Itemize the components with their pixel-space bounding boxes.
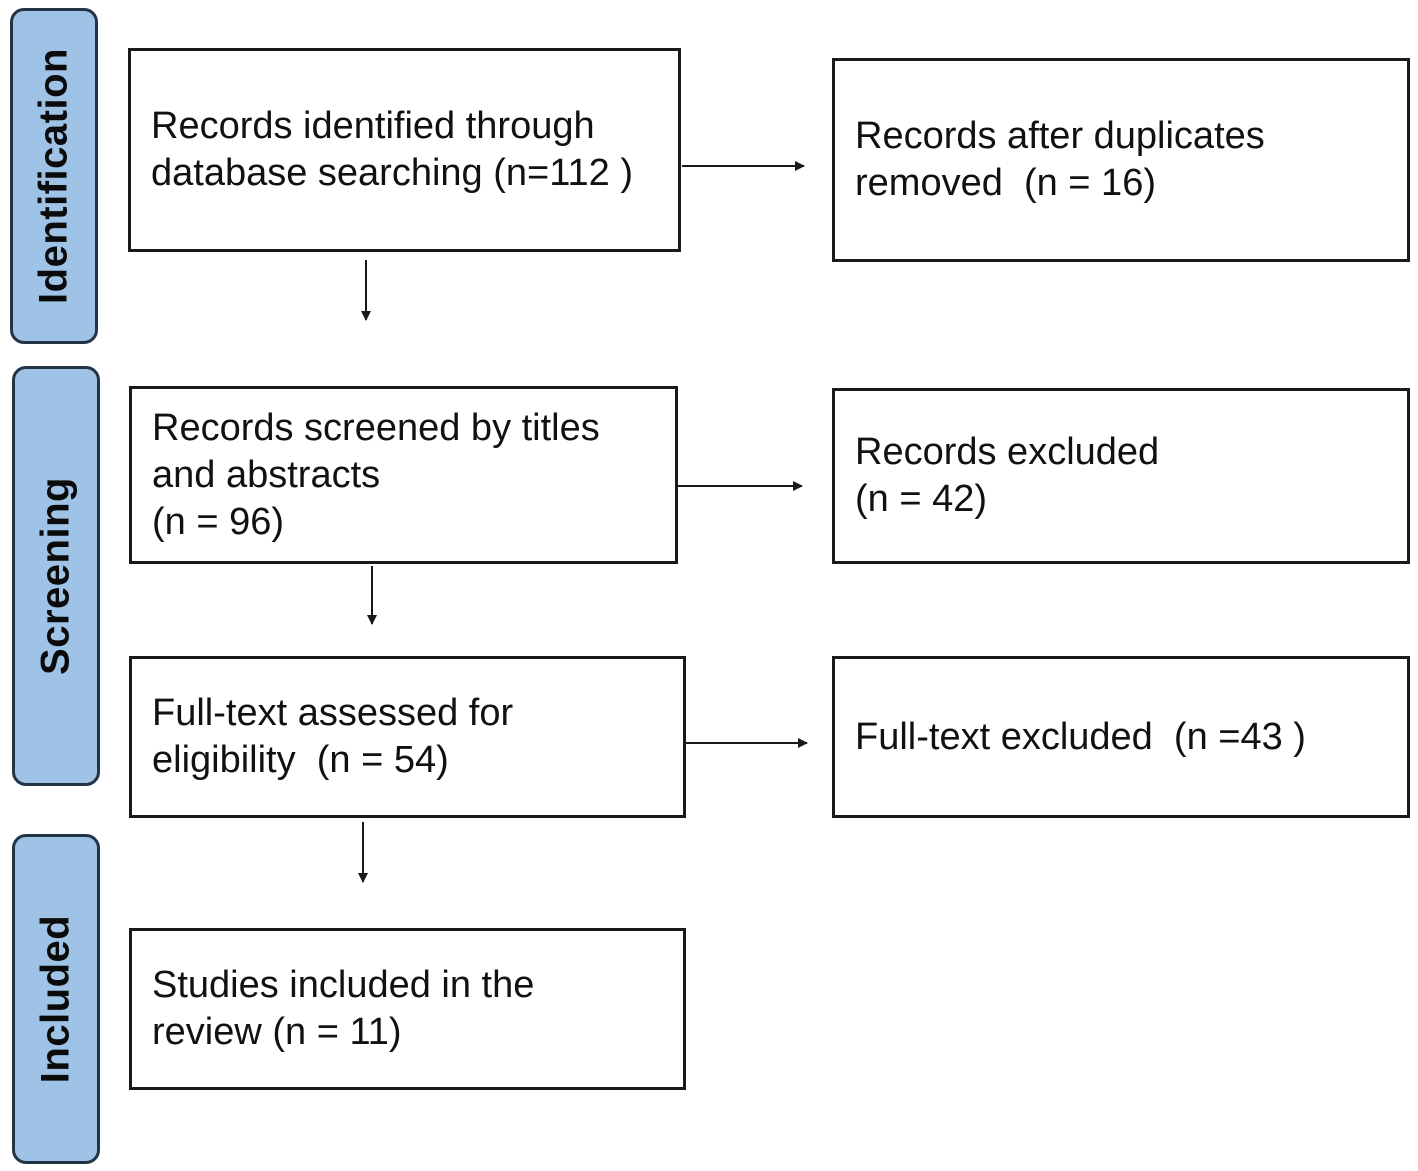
box-text-line: Full-text assessed for — [152, 692, 514, 734]
stage-screening: Screening — [12, 366, 100, 786]
box-records-screened: Records screened by titles and abstracts… — [129, 386, 678, 564]
box-text-line: database searching (n=112 ) — [151, 152, 634, 194]
box-text-line: removed (n = 16) — [855, 162, 1156, 204]
box-text-line: Records screened by titles — [152, 406, 600, 449]
box-text-line: Studies included in the — [152, 964, 535, 1006]
box-text-line: review (n = 11) — [152, 1011, 402, 1053]
box-studies-included: Studies included in the review (n = 11) — [129, 928, 686, 1090]
box-text-line: (n = 42) — [855, 478, 988, 520]
box-text-line: Full-text excluded (n =43 ) — [855, 715, 1306, 758]
box-text-line: and abstracts — [152, 453, 381, 496]
box-records-excluded: Records excluded (n = 42) — [832, 388, 1410, 564]
stage-included: Included — [12, 834, 100, 1164]
stage-identification: Identification — [10, 8, 98, 344]
box-text-line: Records excluded — [855, 431, 1160, 473]
box-text-line: Records after duplicates — [855, 115, 1265, 157]
stage-identification-label: Identification — [31, 48, 76, 304]
box-text-line: (n = 96) — [152, 500, 285, 543]
box-records-identified: Records identified through database sear… — [128, 48, 681, 252]
stage-included-label: Included — [33, 914, 78, 1084]
box-fulltext-excluded: Full-text excluded (n =43 ) — [832, 656, 1410, 818]
stage-screening-label: Screening — [33, 477, 78, 675]
box-text-line: Records identified through — [151, 105, 595, 147]
box-fulltext-assessed: Full-text assessed for eligibility (n = … — [129, 656, 686, 818]
box-text-line: eligibility (n = 54) — [152, 739, 449, 781]
box-duplicates-removed: Records after duplicates removed (n = 16… — [832, 58, 1410, 262]
